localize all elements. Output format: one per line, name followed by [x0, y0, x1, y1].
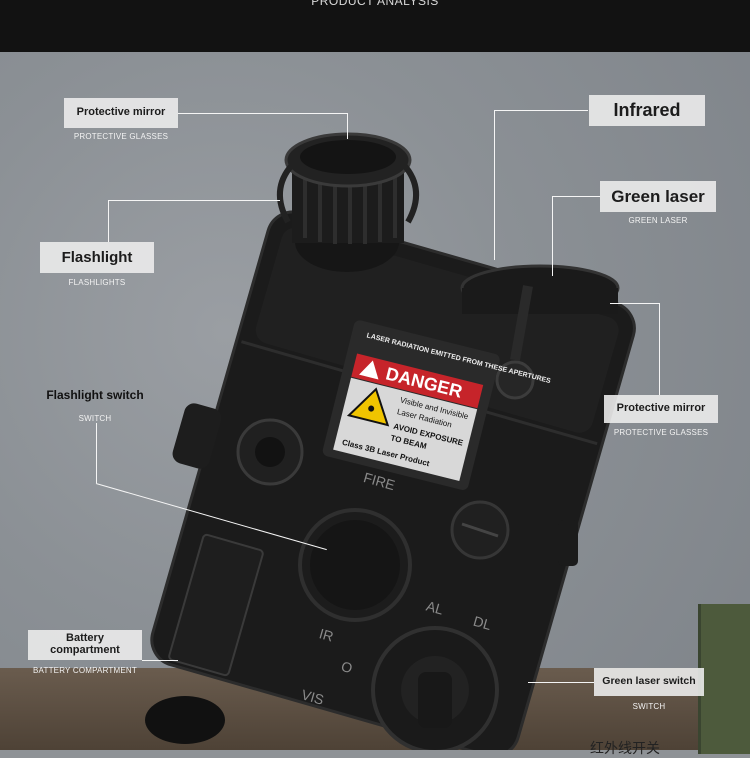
- line-flashlight-switch: [96, 423, 97, 483]
- label-text: Flashlight switch: [46, 387, 144, 402]
- line-protective-mirror-left-v: [347, 113, 348, 139]
- danger-warning-label: [322, 320, 500, 490]
- rating-plate: [168, 533, 264, 677]
- marking-o: O: [339, 658, 354, 676]
- line-protective-mirror-left: [178, 113, 348, 114]
- flashlight-cap: [276, 132, 420, 272]
- label-protective-mirror-left: Protective mirror: [64, 98, 178, 128]
- line-protective-mirror-right-h: [610, 303, 660, 304]
- label-green-laser: Green laser: [600, 181, 716, 212]
- marking-al: AL: [424, 598, 445, 618]
- marking-ir: IR: [317, 625, 335, 644]
- marking-vis: VIS: [300, 686, 326, 708]
- sub-protective-mirror-right: PROTECTIVE GLASSES: [613, 428, 709, 437]
- bottom-left-knob: [145, 696, 225, 744]
- label-text: Infrared: [613, 100, 681, 121]
- label-text: Green laser switch: [602, 675, 696, 688]
- sub-flashlight: FLASHLIGHTS: [68, 278, 126, 287]
- sub-green-laser-switch: SWITCH: [632, 702, 666, 711]
- sub-flashlight-switch: SWITCH: [78, 414, 112, 423]
- line-infrared-v: [494, 110, 495, 260]
- line-green-laser-v: [552, 196, 553, 276]
- header-bar: PRODUCT ANALYSIS: [0, 0, 750, 52]
- header-title: PRODUCT ANALYSIS: [311, 0, 439, 8]
- line-flashlight-h: [108, 200, 280, 201]
- sub-green-laser: GREEN LASER: [628, 216, 688, 225]
- line-battery: [142, 660, 178, 661]
- sub-protective-mirror-left: PROTECTIVE GLASSES: [73, 132, 169, 141]
- line-flashlight: [108, 200, 109, 242]
- label-battery-compartment: Battery compartment: [28, 630, 142, 660]
- right-rail: [558, 520, 578, 566]
- marking-dl: DL: [472, 613, 494, 633]
- line-infrared: [494, 110, 588, 111]
- label-text: Protective mirror: [616, 402, 706, 415]
- label-text: Protective mirror: [76, 106, 166, 119]
- label-text: Flashlight: [61, 248, 133, 266]
- label-green-laser-switch: Green laser switch: [594, 668, 704, 696]
- sub-battery-compartment: BATTERY COMPARTMENT: [33, 666, 137, 675]
- label-flashlight-switch: Flashlight switch: [36, 381, 154, 409]
- label-infrared: Infrared: [589, 95, 705, 126]
- bottom-chinese-text: 红外线开关: [590, 740, 660, 756]
- label-flashlight: Flashlight: [40, 242, 154, 273]
- right-aperture: [460, 264, 620, 400]
- label-text: Battery compartment: [50, 632, 120, 656]
- label-protective-mirror-right: Protective mirror: [604, 395, 718, 423]
- line-green-laser: [552, 196, 600, 197]
- label-text: Green laser: [611, 186, 705, 206]
- line-green-laser-switch: [528, 682, 594, 683]
- green-laser-switch-dial: [371, 626, 499, 750]
- side-knob: [172, 403, 222, 469]
- flashlight-switch-knob: [236, 418, 304, 486]
- line-protective-mirror-right: [659, 303, 660, 395]
